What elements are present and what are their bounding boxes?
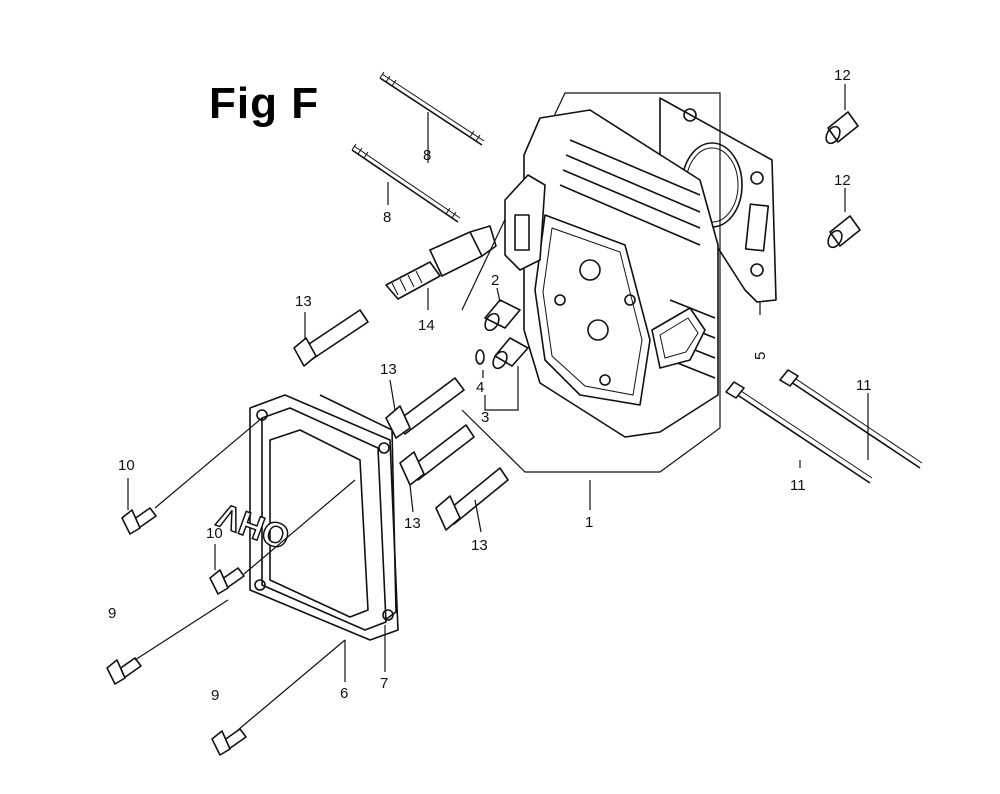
callout-4: 4 xyxy=(476,379,484,396)
collar-lower xyxy=(827,215,861,249)
flange-bolt-b xyxy=(385,377,465,439)
stud-bolt-upper xyxy=(379,71,485,146)
spark-plug xyxy=(385,225,497,300)
long-bolt-lower xyxy=(725,381,873,484)
callout-14: 14 xyxy=(418,317,435,334)
callout-13-c: 13 xyxy=(404,515,421,532)
callout-9-lower: 9 xyxy=(211,687,219,704)
callout-8-upper: 8 xyxy=(423,147,431,164)
dowel-pin-upper xyxy=(484,299,521,332)
callout-13-b: 13 xyxy=(380,361,397,378)
callout-11-lower: 11 xyxy=(790,477,806,494)
cylinder-head-bracket-outline xyxy=(461,92,721,473)
callout-10-upper: 10 xyxy=(118,457,135,474)
callout-12-upper: 12 xyxy=(834,67,851,84)
callout-6: 6 xyxy=(340,685,348,702)
collar-upper xyxy=(825,111,859,145)
bolt-10-upper xyxy=(121,507,157,535)
callout-8-lower: 8 xyxy=(383,209,391,226)
cylinder-head xyxy=(504,109,719,438)
stud-bolt-lower xyxy=(351,143,461,223)
callout-12-lower: 12 xyxy=(834,172,851,189)
o-ring xyxy=(475,349,485,365)
dowel-pin-lower xyxy=(492,337,529,370)
callout-1: 1 xyxy=(585,514,593,531)
callout-13-d: 13 xyxy=(471,537,488,554)
valve-cover: OHV xyxy=(211,394,399,641)
callout-5: 5 xyxy=(752,352,769,360)
callout-10-lower: 10 xyxy=(206,525,223,542)
cover-gasket xyxy=(319,394,397,621)
callout-11-upper: 11 xyxy=(856,377,872,394)
leader-lines xyxy=(127,84,869,731)
callout-numbers: 1 2 3 4 5 6 7 8 8 9 9 10 10 11 11 12 12 … xyxy=(108,67,872,704)
bolt-9-upper xyxy=(106,657,142,685)
callout-13-a: 13 xyxy=(295,293,312,310)
callout-7: 7 xyxy=(380,675,388,692)
callout-2: 2 xyxy=(491,272,499,289)
bolt-10-lower xyxy=(209,567,245,595)
flange-bolt-a xyxy=(293,309,369,367)
callout-3: 3 xyxy=(481,409,489,426)
figure-title: Fig F xyxy=(209,79,320,128)
callout-9-upper: 9 xyxy=(108,605,116,622)
flange-bolt-d xyxy=(435,467,509,531)
bolt-9-lower xyxy=(211,728,247,756)
long-bolt-upper xyxy=(779,369,923,469)
flange-bolt-c xyxy=(399,424,475,486)
